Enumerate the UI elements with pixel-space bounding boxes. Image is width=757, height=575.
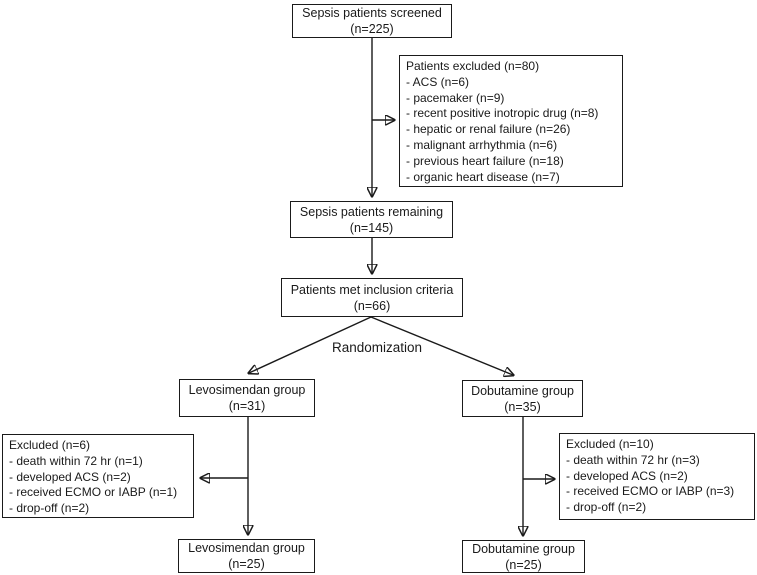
excluded-item: - ACS (n=6) xyxy=(406,74,470,89)
box-levosimendan-final-label: Levosimendan group xyxy=(188,541,305,555)
box-levosimendan-final-n: (n=25) xyxy=(228,557,265,571)
box-dobutamine-final: Dobutamine group (n=25) xyxy=(462,540,585,573)
excluded-title: Patients excluded (n=80) xyxy=(406,59,540,73)
excluded-item: - organic heart disease (n=7) xyxy=(406,169,560,184)
excluded-item: - previous heart failure (n=18) xyxy=(406,153,564,168)
excluded-item: - death within 72 hr (n=3) xyxy=(566,452,700,467)
box-levosimendan-final: Levosimendan group (n=25) xyxy=(178,539,315,573)
box-dobutamine-final-n: (n=25) xyxy=(505,557,542,572)
box-inclusion-criteria-label: Patients met inclusion criteria xyxy=(290,282,454,297)
box-dobutamine-group-n: (n=35) xyxy=(504,399,541,414)
excluded-item: - developed ACS (n=2) xyxy=(566,468,688,483)
box-dobutamine-final-label: Dobutamine group xyxy=(472,541,575,556)
excluded-title: Excluded (n=10) xyxy=(566,437,654,451)
box-dobutamine-group: Dobutamine group (n=35) xyxy=(462,380,583,417)
excluded-item: - hepatic or renal failure (n=26) xyxy=(406,122,571,137)
box-excluded-dobutamine: Excluded (n=10) - death within 72 hr (n=… xyxy=(559,433,755,520)
box-patients-excluded: Patients excluded (n=80) - ACS (n=6) - p… xyxy=(399,55,623,187)
box-sepsis-remaining-n: (n=145) xyxy=(349,220,394,235)
box-levosimendan-group-n: (n=31) xyxy=(228,399,266,413)
box-levosimendan-group: Levosimendan group (n=31) xyxy=(179,379,315,417)
excluded-title: Excluded (n=6) xyxy=(9,438,91,452)
box-levosimendan-group-label: Levosimendan group xyxy=(188,383,306,397)
box-dobutamine-group-label: Dobutamine group xyxy=(471,383,574,398)
box-inclusion-criteria: Patients met inclusion criteria (n=66) xyxy=(281,278,463,317)
box-sepsis-screened: Sepsis patients screened (n=225) xyxy=(292,4,452,38)
excluded-item: - drop-off (n=2) xyxy=(9,501,90,516)
excluded-item: - death within 72 hr (n=1) xyxy=(9,453,143,468)
excluded-item: - developed ACS (n=2) xyxy=(9,469,131,484)
randomization-label: Randomization xyxy=(331,340,423,355)
excluded-item: - malignant arrhythmia (n=6) xyxy=(406,137,558,152)
box-sepsis-screened-label: Sepsis patients screened xyxy=(302,6,442,20)
box-sepsis-screened-n: (n=225) xyxy=(350,22,394,36)
box-inclusion-criteria-n: (n=66) xyxy=(353,298,391,313)
excluded-item: - drop-off (n=2) xyxy=(566,500,647,515)
box-excluded-levosimendan: Excluded (n=6) - death within 72 hr (n=1… xyxy=(2,434,194,518)
box-sepsis-remaining-label: Sepsis patients remaining xyxy=(299,204,444,219)
excluded-item: - recent positive inotropic drug (n=8) xyxy=(406,106,599,121)
excluded-item: - pacemaker (n=9) xyxy=(406,90,505,105)
excluded-item: - received ECMO or IABP (n=3) xyxy=(566,484,735,499)
box-sepsis-remaining: Sepsis patients remaining (n=145) xyxy=(290,201,453,238)
excluded-item: - received ECMO or IABP (n=1) xyxy=(9,485,178,500)
